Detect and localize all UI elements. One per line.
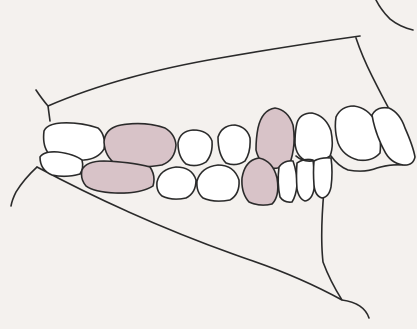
- lower-incisor-2: [297, 159, 315, 201]
- upper-teeth: [44, 106, 415, 168]
- upper-jaw-back: [48, 106, 50, 121]
- upper-premolar-1: [178, 130, 212, 166]
- lower-premolar-1: [157, 167, 196, 199]
- upper-incisor-3: [372, 108, 415, 165]
- lower-incisor-1: [278, 161, 297, 202]
- chin-outline: [322, 190, 342, 300]
- upper-lip-outline: [376, 0, 413, 30]
- upper-incisor-1: [295, 113, 332, 161]
- upper-jaw-front: [356, 38, 388, 107]
- upper-molar-2: [104, 124, 176, 167]
- upper-gum-line: [36, 36, 360, 106]
- upper-premolar-2: [218, 125, 250, 165]
- lower-premolar-2: [197, 165, 239, 201]
- lower-molar-2: [82, 161, 155, 193]
- lower-jaw-outline: [11, 167, 37, 206]
- lower-incisor-3: [314, 158, 333, 198]
